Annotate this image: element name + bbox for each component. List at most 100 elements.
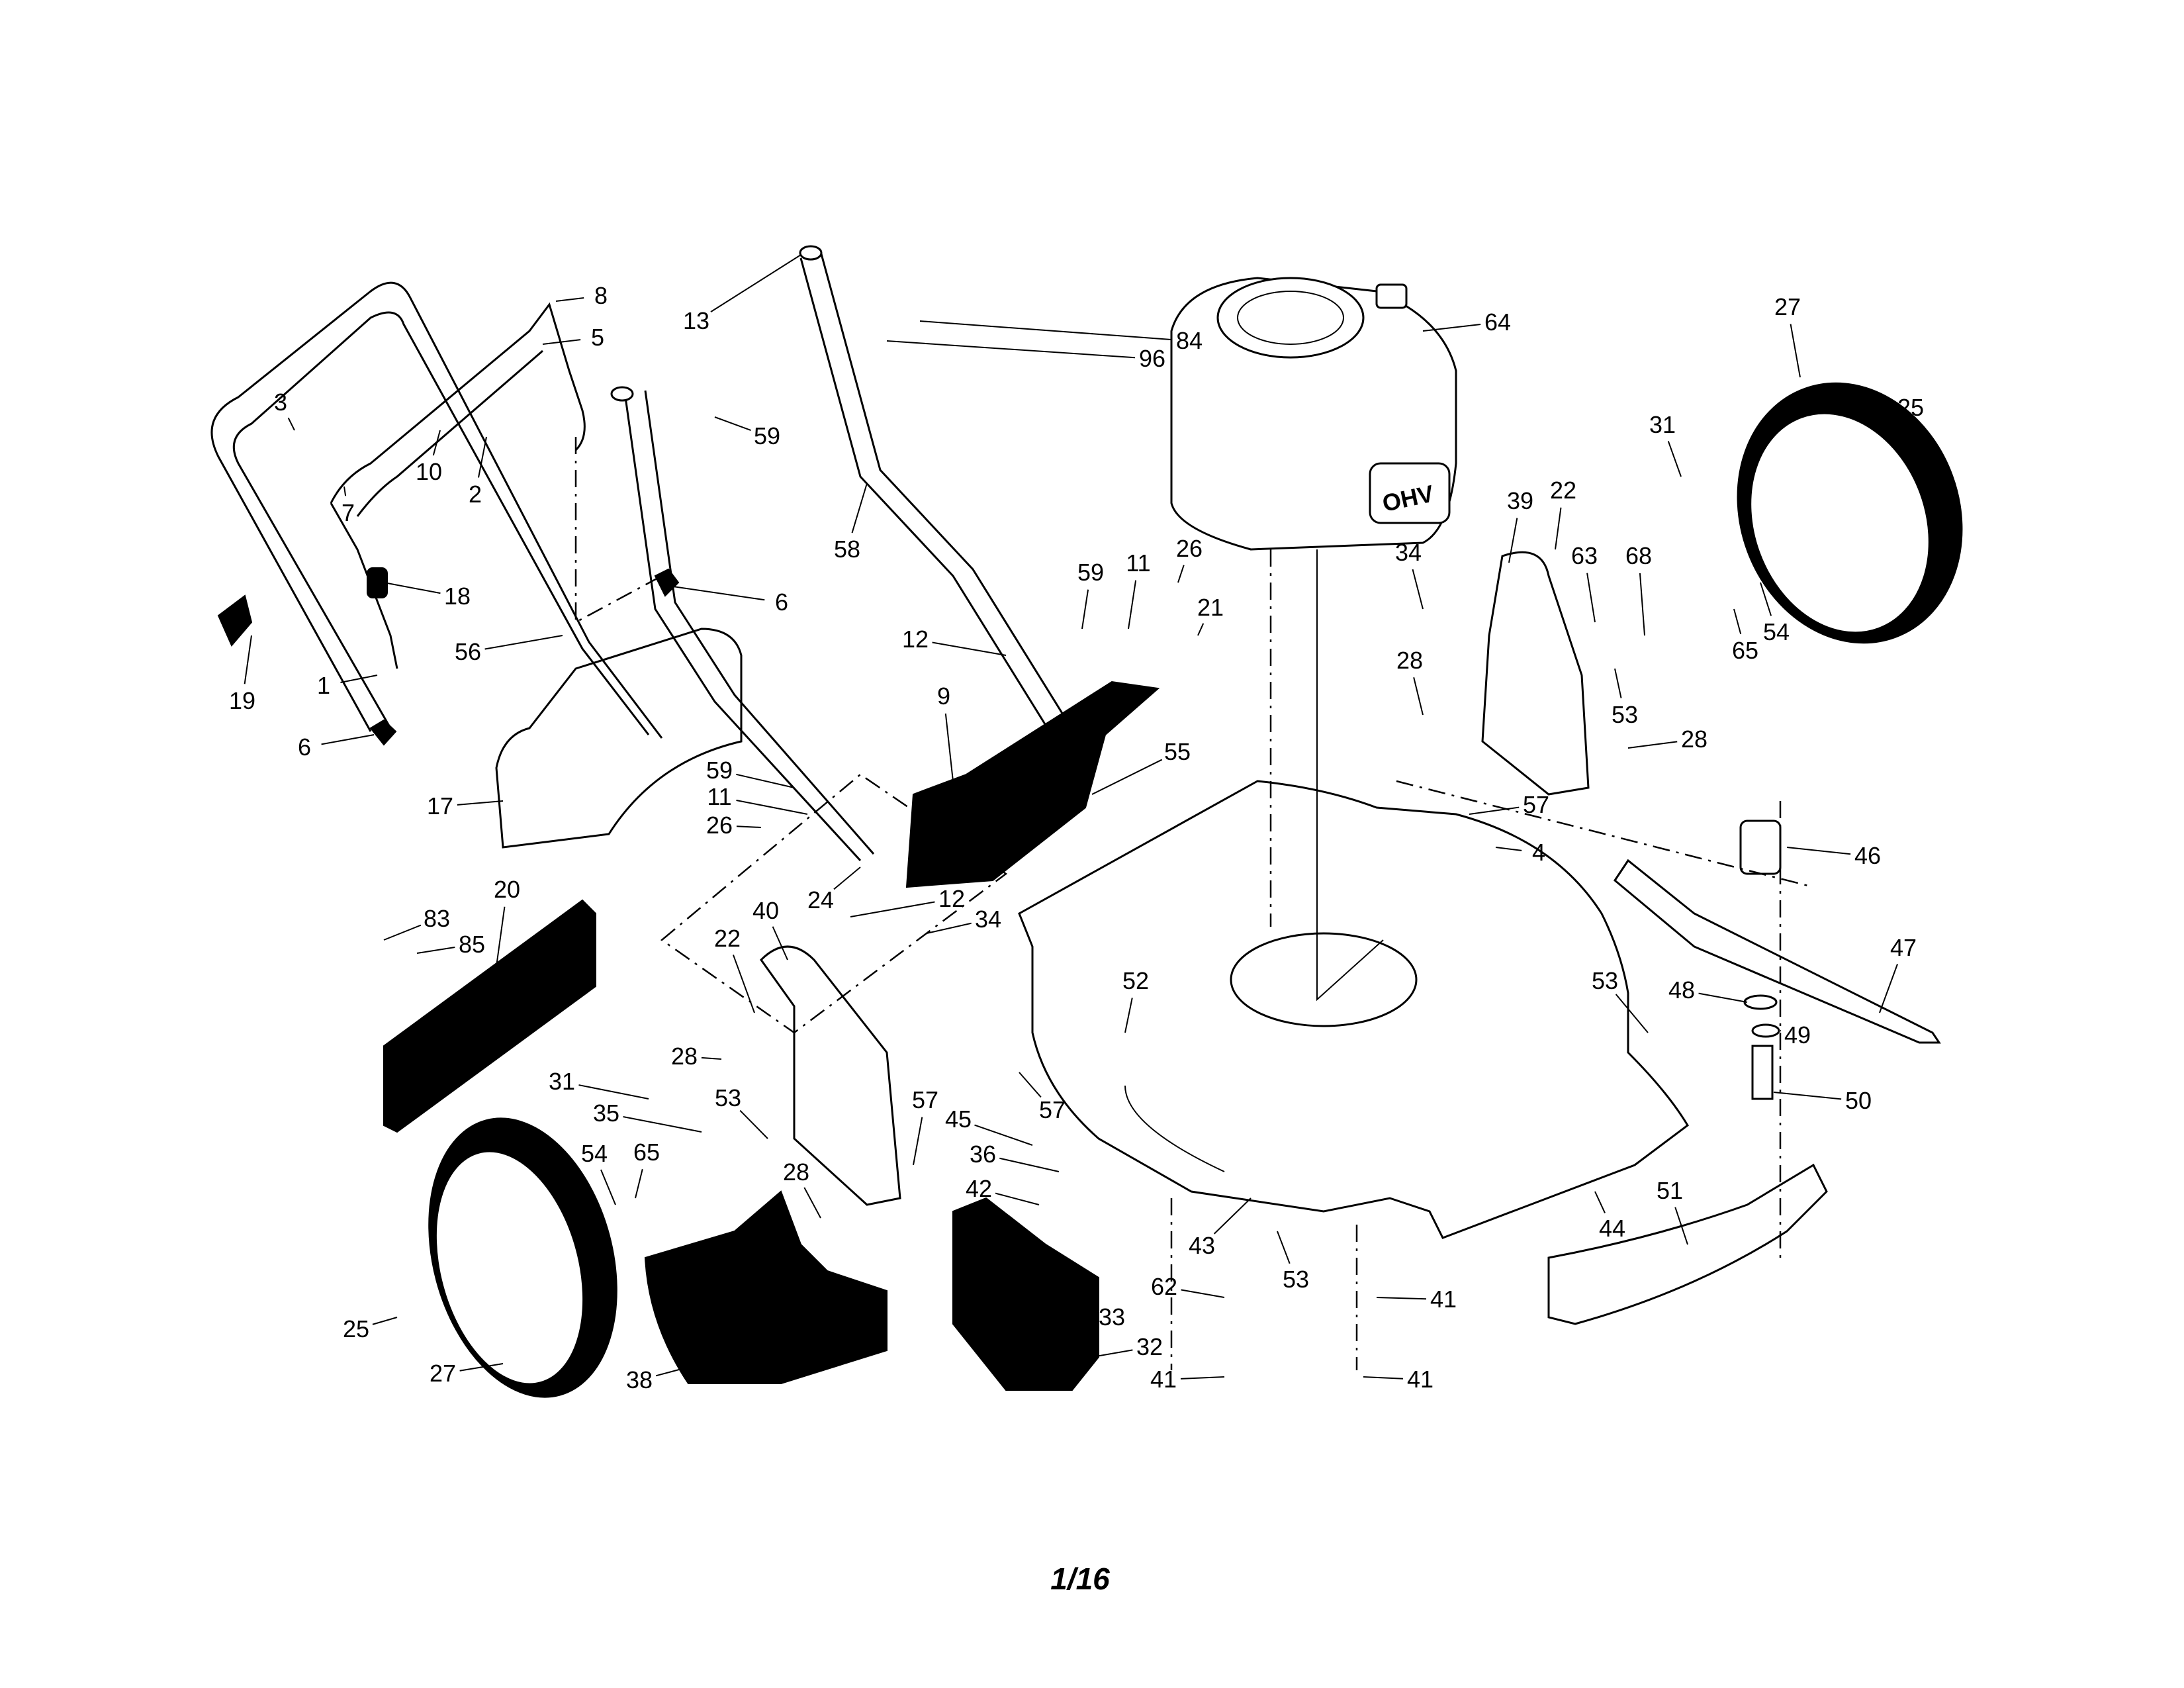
part-callout-96: 96	[1138, 345, 1166, 372]
leader-line-11	[736, 800, 808, 815]
part-callout-19: 19	[228, 687, 256, 714]
leader-line-65	[635, 1169, 643, 1199]
part-callout-65: 65	[1731, 637, 1759, 664]
leader-line-42	[995, 1192, 1040, 1205]
leader-line-65	[1733, 608, 1742, 635]
part-callout-59: 59	[753, 422, 781, 449]
leader-line-13	[710, 254, 801, 312]
leader-line-21	[1197, 623, 1205, 636]
leader-line-9	[944, 713, 954, 782]
leader-line-54	[1760, 582, 1772, 616]
leader-line-44	[1594, 1191, 1606, 1213]
part-callout-28: 28	[782, 1158, 810, 1186]
part-callout-62: 62	[1150, 1273, 1178, 1300]
part-callout-13: 13	[682, 307, 710, 334]
leader-line-31	[578, 1084, 649, 1100]
part-callout-26: 26	[1175, 535, 1203, 562]
upper-handle	[210, 281, 663, 739]
leader-line-12	[932, 641, 1007, 656]
part-callout-54: 54	[1762, 618, 1790, 645]
height-adjusters	[760, 551, 1590, 1206]
leader-line-1	[340, 675, 378, 683]
leader-line-84	[919, 320, 1173, 341]
leader-line-51	[1674, 1207, 1688, 1245]
part-callout-7: 7	[341, 499, 355, 526]
leader-line-36	[999, 1157, 1060, 1172]
part-callout-41: 41	[1430, 1286, 1457, 1313]
part-callout-39: 39	[1506, 487, 1534, 514]
leader-line-57	[1469, 806, 1520, 815]
part-callout-46: 46	[1854, 842, 1882, 869]
leader-line-34	[1412, 569, 1424, 610]
leader-line-62	[1181, 1289, 1225, 1298]
part-callout-35: 35	[592, 1100, 620, 1127]
part-callout-2: 2	[468, 481, 482, 508]
callout-leader-lines	[244, 254, 1914, 1380]
leader-line-8	[555, 297, 584, 302]
leader-line-31	[1667, 441, 1682, 477]
leader-line-3	[287, 417, 295, 431]
part-callout-28: 28	[1396, 647, 1424, 674]
part-callout-25: 25	[342, 1315, 370, 1342]
part-callout-85: 85	[458, 931, 486, 958]
leader-line-17	[457, 800, 504, 806]
part-callout-28: 28	[1680, 726, 1708, 753]
leader-line-22	[1555, 507, 1562, 550]
leader-line-41	[1363, 1376, 1404, 1380]
leader-line-41	[1180, 1376, 1225, 1380]
leader-line-58	[851, 483, 868, 534]
leader-line-52	[1124, 998, 1133, 1033]
part-callout-64: 64	[1484, 308, 1512, 336]
part-callout-41: 41	[1406, 1366, 1434, 1393]
leader-line-46	[1786, 847, 1851, 855]
part-callout-58: 58	[833, 536, 861, 563]
leader-line-24	[833, 867, 861, 890]
part-callout-24: 24	[807, 886, 835, 914]
part-callout-42: 42	[965, 1175, 993, 1202]
leader-line-53	[1277, 1231, 1291, 1264]
part-callout-26: 26	[705, 812, 733, 839]
part-callout-68: 68	[1625, 542, 1653, 569]
part-callout-34: 34	[974, 906, 1002, 933]
leader-line-6	[321, 734, 375, 745]
leader-line-59	[1081, 589, 1089, 630]
part-callout-57: 57	[1522, 791, 1550, 818]
leader-line-53	[739, 1109, 768, 1139]
leader-line-53	[1614, 668, 1622, 698]
part-callout-83: 83	[423, 905, 451, 932]
leader-line-59	[714, 416, 751, 431]
leader-line-28	[803, 1187, 821, 1219]
leader-line-5	[542, 339, 581, 345]
leader-line-26	[736, 825, 762, 828]
leader-line-41	[1376, 1297, 1427, 1300]
leader-line-28	[1413, 677, 1424, 716]
drive-cover	[905, 680, 1160, 888]
part-callout-38: 38	[625, 1366, 653, 1393]
leader-line-57	[1019, 1072, 1042, 1098]
part-callout-6: 6	[774, 588, 789, 616]
leader-line-12	[850, 901, 935, 917]
part-callout-32: 32	[1136, 1333, 1163, 1360]
part-callout-55: 55	[1163, 738, 1191, 765]
engine: OHV	[1170, 277, 1457, 551]
part-callout-28: 28	[670, 1043, 698, 1070]
leader-line-28	[701, 1056, 722, 1060]
rear-flap	[383, 899, 596, 1133]
part-callout-31: 31	[1649, 411, 1676, 438]
part-callout-47: 47	[1889, 934, 1917, 961]
leader-line-32	[1091, 1349, 1133, 1358]
leader-line-35	[623, 1115, 702, 1133]
part-callout-84: 84	[1175, 327, 1203, 354]
leader-line-56	[484, 635, 563, 650]
part-callout-33: 33	[1098, 1303, 1126, 1331]
leader-line-27	[1790, 324, 1801, 378]
leader-line-25	[372, 1317, 398, 1325]
part-callout-27: 27	[1774, 293, 1801, 320]
page-number: 1/16	[1050, 1562, 1110, 1596]
part-callout-25: 25	[1897, 394, 1925, 421]
part-callout-11: 11	[1126, 549, 1151, 577]
part-callout-31: 31	[548, 1068, 576, 1095]
part-callout-49: 49	[1784, 1021, 1811, 1049]
leader-line-10	[432, 430, 441, 456]
